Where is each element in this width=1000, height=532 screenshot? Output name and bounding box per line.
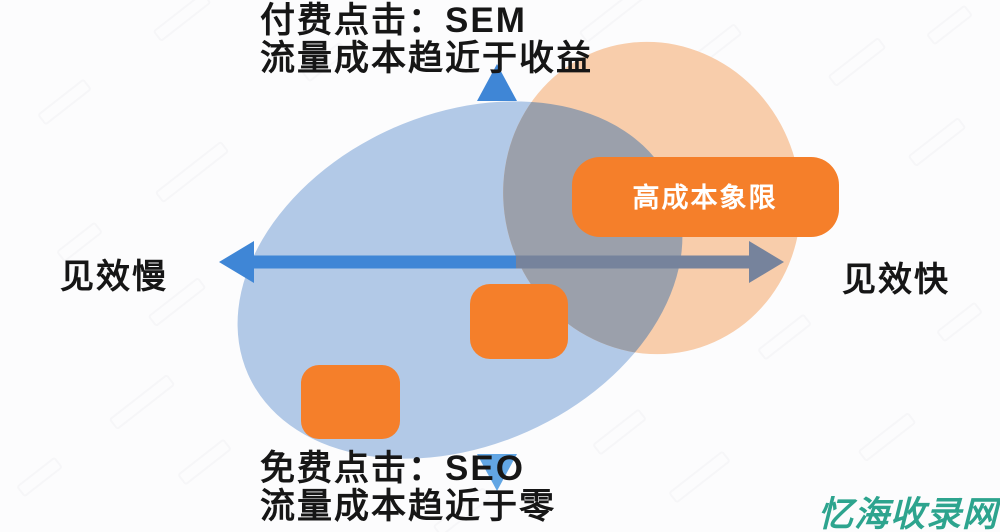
top-annotation-line2: 流量成本趋近于收益	[260, 39, 594, 78]
up-arrowhead-icon	[477, 64, 517, 101]
bottom-annotation-line2: 流量成本趋近于零	[260, 487, 557, 526]
axis-label-fast: 见效快	[842, 261, 950, 299]
axis-label-slow: 见效慢	[60, 258, 168, 296]
left-arrowhead-icon	[219, 241, 254, 283]
bottom-annotation-line1: 免费点击：SEO	[260, 449, 525, 488]
down-arrowhead-icon	[477, 454, 517, 491]
high-cost-quadrant-label: 高成本象限	[633, 182, 778, 213]
lower-left-orange-box	[301, 365, 400, 439]
bottom-annotation: 免费点击：SEO 流量成本趋近于零	[260, 450, 556, 526]
high-cost-quadrant-box	[572, 157, 839, 237]
site-watermark: 忆海收录网	[817, 495, 998, 532]
top-annotation: 付费点击：SEM 流量成本趋近于收益	[260, 2, 593, 78]
right-arrowhead-icon	[749, 241, 784, 283]
center-orange-box	[470, 284, 568, 359]
top-annotation-line1: 付费点击：SEM	[260, 1, 527, 40]
